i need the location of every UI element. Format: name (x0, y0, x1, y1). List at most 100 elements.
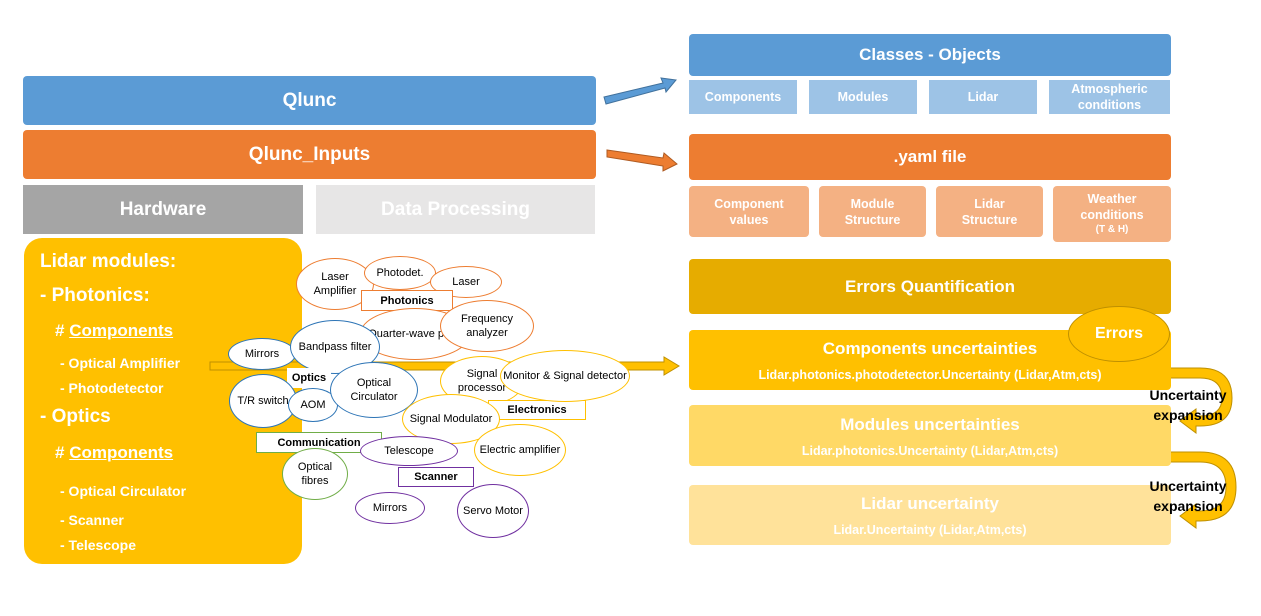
photodetector-item: - Photodetector (60, 380, 164, 396)
optical-fibres-text: Optical fibres (297, 461, 333, 487)
frequency-analyzer-node: Frequency analyzer (440, 300, 534, 352)
optical-circulator-text: Optical Circulator (350, 377, 398, 403)
optical-fibres-node: Optical fibres (282, 448, 348, 500)
classes-item-modules: Modules (809, 80, 917, 114)
optics-label-text: Optics (291, 372, 327, 384)
classes-item-components: Components (689, 80, 797, 114)
yaml-item-text: Weather conditions (1080, 192, 1144, 222)
hash-symbol: # (55, 321, 65, 340)
photonics-label-text: Photonics (380, 294, 434, 307)
uncertainty-expansion-2: Uncertainty expansion (1149, 478, 1227, 514)
modules-uncertainties-title: Modules uncertainties (840, 414, 1020, 434)
telescope-item: - Telescope (60, 537, 136, 553)
components-uncertainties-code: Lidar.photonics.photodetector.Uncertaint… (758, 368, 1102, 382)
telescope-node: Telescope (360, 436, 458, 466)
mirrors-left-text: Mirrors (244, 348, 280, 360)
laser-amplifier-text: Laser Amplifier (313, 271, 357, 297)
mirrors-bottom-text: Mirrors (372, 502, 408, 514)
quarter-wave-text: Quarter-wave plate (368, 328, 462, 340)
lidar-uncertainty-title: Lidar uncertainty (861, 494, 999, 513)
hash-symbol: # (55, 443, 65, 462)
qlunc-inputs-bar: Qlunc_Inputs (23, 130, 596, 179)
yaml-item-lidar-structure: Lidar Structure (936, 186, 1043, 237)
orange-arrow (606, 149, 678, 172)
yaml-item-component-values: Component values (689, 186, 809, 237)
classes-item-lidar: Lidar (929, 80, 1037, 114)
servo-motor-text: Servo Motor (463, 505, 523, 517)
tr-switch-node: T/R switch (229, 374, 297, 428)
lidar-uncertainty-code: Lidar.Uncertainty (Lidar,Atm,cts) (833, 523, 1027, 537)
photonics-components-label: Components (69, 321, 174, 340)
uncertainty-expansion-1: Uncertainty expansion (1149, 387, 1227, 423)
optics-components-label: Components (69, 443, 174, 462)
telescope-text: Telescope (384, 445, 434, 457)
qlunc-label: Qlunc (282, 89, 337, 111)
signal-processor-text: Signal processor (457, 368, 507, 394)
scanner-label-text: Scanner (414, 471, 458, 483)
electric-amplifier-node: Electric amplifier (474, 424, 566, 476)
mirrors-bottom-node: Mirrors (355, 492, 425, 524)
errors-ellipse: Errors (1068, 306, 1170, 362)
signal-modulator-text: Signal Modulator (409, 413, 493, 425)
optics-heading: - Optics (40, 406, 111, 427)
yellow-arrow (209, 356, 680, 376)
data-processing-box: Data Processing (316, 185, 595, 234)
optical-circulator-item: - Optical Circulator (60, 483, 187, 499)
yaml-file-label: .yaml file (893, 147, 967, 166)
communication-label-text: Communication (277, 436, 361, 449)
photodet-text: Photodet. (376, 267, 424, 279)
laser-text: Laser (452, 276, 480, 288)
components-uncertainties-box: Components uncertainties Lidar.photonics… (689, 330, 1171, 390)
aom-text: AOM (300, 399, 326, 411)
modules-uncertainties-code: Lidar.photonics.Uncertainty (Lidar,Atm,c… (801, 443, 1059, 458)
classes-item-text: Lidar (967, 90, 999, 104)
optical-circulator-node: Optical Circulator (330, 362, 418, 418)
hardware-box: Hardware (23, 185, 303, 234)
classes-objects-bar: Classes - Objects (689, 34, 1171, 76)
optics-components-line: # Components (55, 443, 173, 463)
mirrors-left-node: Mirrors (228, 338, 296, 370)
aom-node: AOM (288, 388, 338, 422)
optical-amplifier-item: - Optical Amplifier (60, 355, 181, 371)
yaml-th-text: (T & H) (1095, 224, 1129, 235)
classes-item-text: Atmospheric conditions (1071, 82, 1148, 112)
modules-uncertainties-box: Modules uncertainties Lidar.photonics.Un… (689, 405, 1171, 466)
data-processing-label: Data Processing (381, 198, 530, 220)
photonics-heading: - Photonics: (40, 285, 150, 306)
yaml-item-text: Module Structure (844, 196, 901, 227)
photonics-components-line: # Components (55, 321, 173, 341)
blue-arrow (603, 77, 677, 105)
electronics-label: Electronics (488, 400, 586, 420)
yaml-item-text: Lidar Structure (961, 196, 1018, 227)
scanner-item: - Scanner (60, 512, 124, 528)
qlunc-inputs-label: Qlunc_Inputs (248, 143, 371, 165)
errors-quantification-label: Errors Quantification (844, 276, 1016, 296)
communication-label: Communication (256, 432, 382, 453)
expansion-arrow-1 (1139, 367, 1233, 434)
electric-amplifier-text: Electric amplifier (479, 444, 561, 456)
components-uncertainties-title: Components uncertainties (822, 339, 1038, 358)
yaml-item-weather: Weather conditions (T & H) (1053, 186, 1171, 242)
lidar-uncertainty-box: Lidar uncertainty Lidar.Uncertainty (Lid… (689, 485, 1171, 545)
yaml-item-text: Component values (714, 196, 784, 227)
yaml-item-module-structure: Module Structure (819, 186, 926, 237)
optics-label: Optics (287, 368, 331, 388)
frequency-analyzer-text: Frequency analyzer (461, 313, 513, 339)
classes-item-text: Modules (837, 90, 889, 104)
yaml-file-bar: .yaml file (689, 134, 1171, 180)
errors-label: Errors (1094, 325, 1144, 342)
errors-quantification-bar: Errors Quantification (689, 259, 1171, 314)
bandpass-text: Bandpass filter (298, 341, 372, 353)
classes-item-text: Components (704, 90, 782, 104)
qlunc-bar: Qlunc (23, 76, 596, 125)
classes-item-atmospheric: Atmospheric conditions (1049, 80, 1170, 114)
servo-motor-node: Servo Motor (457, 484, 529, 538)
monitor-text: Monitor & Signal detector (503, 370, 627, 382)
hardware-label: Hardware (119, 198, 207, 220)
classes-objects-label: Classes - Objects (859, 45, 1001, 64)
scanner-label: Scanner (398, 467, 474, 487)
monitor-node: Monitor & Signal detector (500, 350, 630, 402)
tr-switch-text: T/R switch (237, 395, 289, 407)
lidar-modules-title: Lidar modules: (40, 251, 177, 272)
photodet-node: Photodet. (364, 256, 436, 290)
